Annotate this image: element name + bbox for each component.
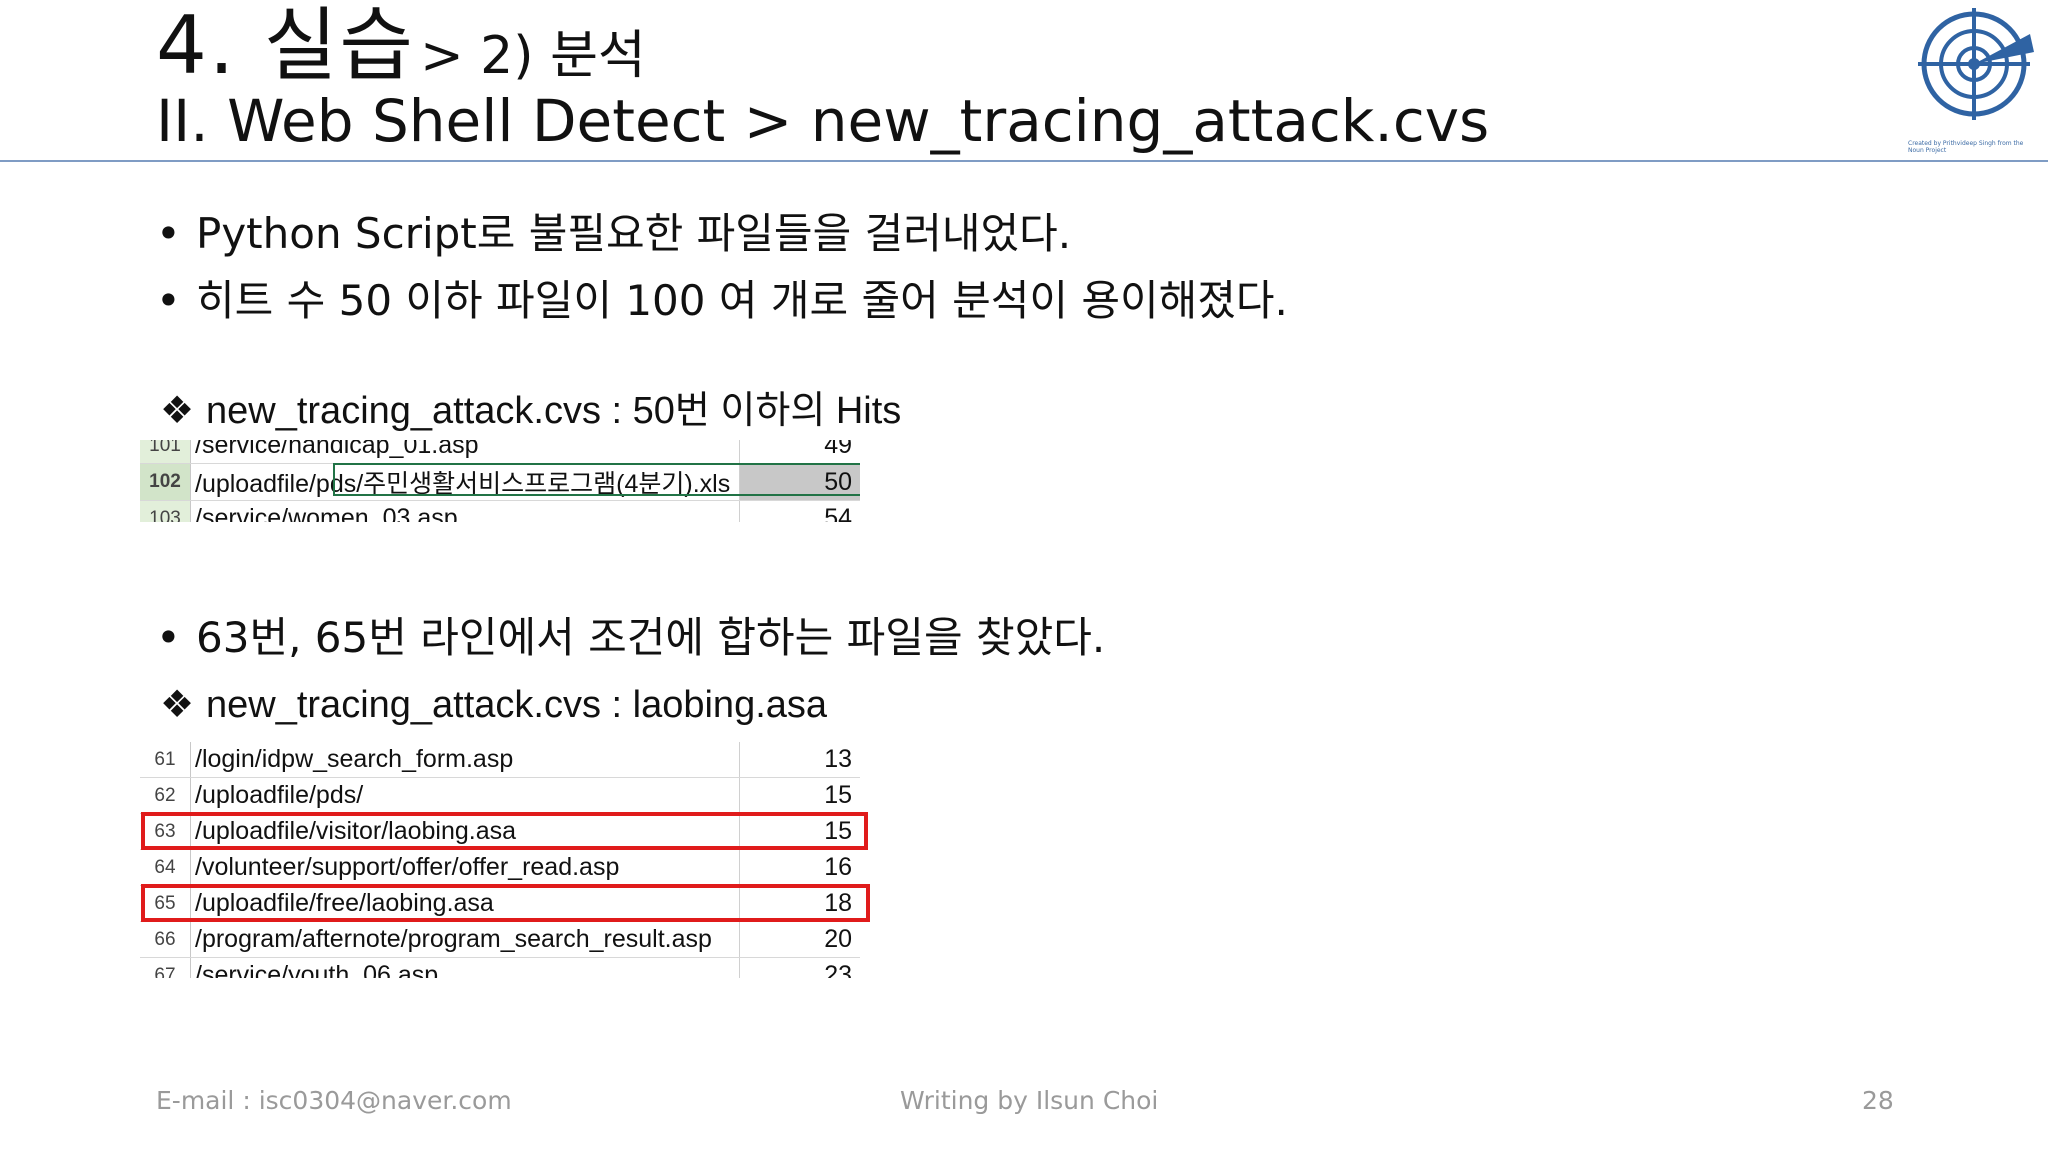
section-heading: ❖ new_tracing_attack.cvs : 50번 이하의 Hits <box>160 392 901 430</box>
section-heading-text: new_tracing_attack.cvs : laobing.asa <box>206 684 828 726</box>
table-row: 62 /uploadfile/pds/ 15 <box>140 777 860 814</box>
footer-author: Writing by Ilsun Choi <box>900 1086 1159 1115</box>
spreadsheet-table: 61 /login/idpw_search_form.asp 13 62 /up… <box>140 742 860 978</box>
title-section-text: > 2) 분석 <box>420 26 646 86</box>
hits-cell[interactable]: 23 <box>739 957 860 978</box>
path-cell[interactable]: /login/idpw_search_form.asp <box>190 742 740 778</box>
path-cell[interactable]: /uploadfile/visitor/laobing.asa <box>190 813 740 850</box>
header-divider <box>0 160 2048 162</box>
table-row: 103 /service/women_03.asp 54 <box>140 500 860 522</box>
cell-selection-outline <box>333 463 860 496</box>
hits-cell[interactable]: 16 <box>739 849 860 886</box>
row-number: 61 <box>140 742 191 778</box>
table-row: 61 /login/idpw_search_form.asp 13 <box>140 742 860 778</box>
slide-subtitle: II. Web Shell Detect > new_tracing_attac… <box>156 87 1490 155</box>
hits-cell[interactable]: 20 <box>739 921 860 958</box>
highlight-box-row-65 <box>141 884 870 922</box>
row-number: 101 <box>140 440 191 464</box>
hits-cell[interactable]: 15 <box>739 813 860 850</box>
bullet-text: 63번, 65번 라인에서 조건에 합하는 파일을 찾았다. <box>196 613 1106 662</box>
row-number: 67 <box>140 957 191 978</box>
logo-caption: Created by Prithvideep Singh from the No… <box>1908 140 2024 155</box>
path-cell[interactable]: /uploadfile/pds/ <box>190 777 740 814</box>
path-cell[interactable]: /program/afternote/program_search_result… <box>190 921 740 958</box>
table-row-selected: 102 /uploadfile/pds/주민생활서비스프로그램(4분기).xls… <box>140 463 860 501</box>
bullet-item: •Python Script로 불필요한 파일들을 걸러내었다. <box>156 209 1072 258</box>
path-cell[interactable]: /service/handicap_01.asp <box>190 440 740 464</box>
footer-email: E-mail : isc0304@naver.com <box>156 1086 512 1115</box>
bullet-item: •63번, 65번 라인에서 조건에 합하는 파일을 찾았다. <box>156 613 1106 662</box>
row-number: 102 <box>140 463 191 501</box>
table-row-highlighted: 65 /uploadfile/free/laobing.asa 18 <box>140 885 860 922</box>
highlight-box-row-63 <box>141 812 868 850</box>
spreadsheet-excerpt-hits: 101 /service/handicap_01.asp 49 102 /upl… <box>140 440 860 522</box>
spreadsheet-excerpt-laobing: 61 /login/idpw_search_form.asp 13 62 /up… <box>140 742 880 978</box>
row-number: 64 <box>140 849 191 886</box>
page-number: 28 <box>1862 1086 1894 1115</box>
bullet-text: 히트 수 50 이하 파일이 100 여 개로 줄어 분석이 용이해졌다. <box>196 276 1288 325</box>
radar-target-icon <box>1918 8 2034 120</box>
hits-cell[interactable]: 15 <box>739 777 860 814</box>
row-number: 62 <box>140 777 191 814</box>
hits-cell[interactable]: 54 <box>739 500 860 522</box>
section-heading-text: new_tracing_attack.cvs : 50번 이하의 Hits <box>206 390 902 432</box>
bullet-text: Python Script로 불필요한 파일들을 걸러내었다. <box>196 209 1072 258</box>
hits-cell[interactable]: 49 <box>739 440 860 464</box>
table-row: 101 /service/handicap_01.asp 49 <box>140 440 860 464</box>
path-cell[interactable]: /service/youth_06.asp <box>190 957 740 978</box>
row-number: 66 <box>140 921 191 958</box>
path-cell[interactable]: /volunteer/support/offer/offer_read.asp <box>190 849 740 886</box>
bullet-item: •히트 수 50 이하 파일이 100 여 개로 줄어 분석이 용이해졌다. <box>156 276 1288 325</box>
hits-cell[interactable]: 13 <box>739 742 860 778</box>
table-row-highlighted: 63 /uploadfile/visitor/laobing.asa 15 <box>140 813 860 850</box>
spreadsheet-table: 101 /service/handicap_01.asp 49 102 /upl… <box>140 440 860 522</box>
diamond-bullet-icon: ❖ <box>160 390 195 432</box>
row-number: 65 <box>140 885 191 922</box>
title-main-text: 4. 실습 <box>156 0 415 92</box>
row-number: 63 <box>140 813 191 850</box>
row-number: 103 <box>140 500 191 522</box>
path-cell[interactable]: /uploadfile/free/laobing.asa <box>190 885 740 922</box>
diamond-bullet-icon: ❖ <box>160 684 195 726</box>
slide-title: 4. 실습 > 2) 분석 <box>156 6 646 86</box>
table-row: 66 /program/afternote/program_search_res… <box>140 921 860 958</box>
table-row: 64 /volunteer/support/offer/offer_read.a… <box>140 849 860 886</box>
section-heading: ❖ new_tracing_attack.cvs : laobing.asa <box>160 686 827 724</box>
table-row: 67 /service/youth_06.asp 23 <box>140 957 860 978</box>
path-cell[interactable]: /service/women_03.asp <box>190 500 740 522</box>
